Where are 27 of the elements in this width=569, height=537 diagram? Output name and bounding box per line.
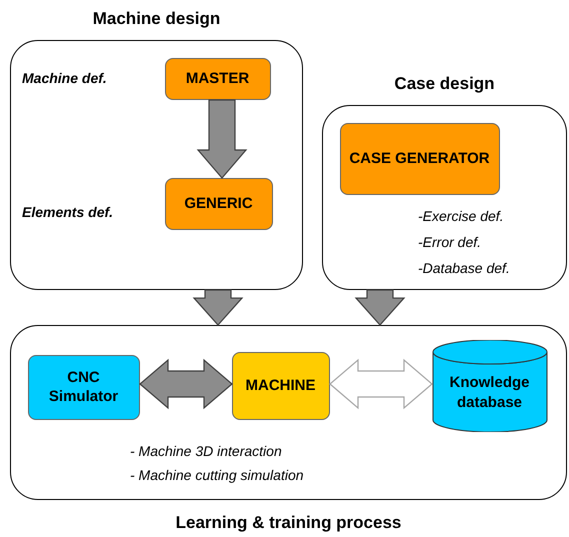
node-label: CNC Simulator bbox=[48, 368, 120, 406]
block-arrow bbox=[196, 99, 248, 179]
process-box bbox=[340, 122, 500, 194]
node-label: GENERIC bbox=[184, 194, 253, 214]
block-arrow bbox=[192, 289, 244, 326]
annotation-text: - Machine 3D interaction bbox=[130, 443, 282, 459]
database-cylinder bbox=[432, 340, 548, 432]
node-label: CASE GENERATOR bbox=[349, 148, 490, 168]
process-box bbox=[164, 178, 272, 230]
annotation-text: Machine def. bbox=[22, 70, 107, 86]
process-box bbox=[164, 58, 270, 100]
annotation-text: -Database def. bbox=[418, 260, 510, 276]
node-label: MASTER bbox=[186, 68, 250, 88]
process-box bbox=[232, 352, 330, 420]
block-arrow bbox=[139, 358, 233, 410]
node-label: Knowledge database bbox=[448, 373, 530, 412]
annotation-text: - Machine cutting simulation bbox=[130, 467, 304, 483]
annotation-text: -Exercise def. bbox=[418, 208, 504, 224]
node-label: MACHINE bbox=[246, 376, 316, 396]
group-heading: Learning & training process bbox=[174, 513, 402, 533]
process-box bbox=[28, 354, 140, 420]
block-arrow bbox=[354, 289, 406, 326]
group-heading: Machine design bbox=[92, 9, 222, 29]
annotation-text: -Error def. bbox=[418, 234, 482, 250]
annotation-text: Elements def. bbox=[22, 204, 114, 220]
block-arrow bbox=[329, 358, 433, 410]
group-heading: Case design bbox=[393, 74, 496, 94]
